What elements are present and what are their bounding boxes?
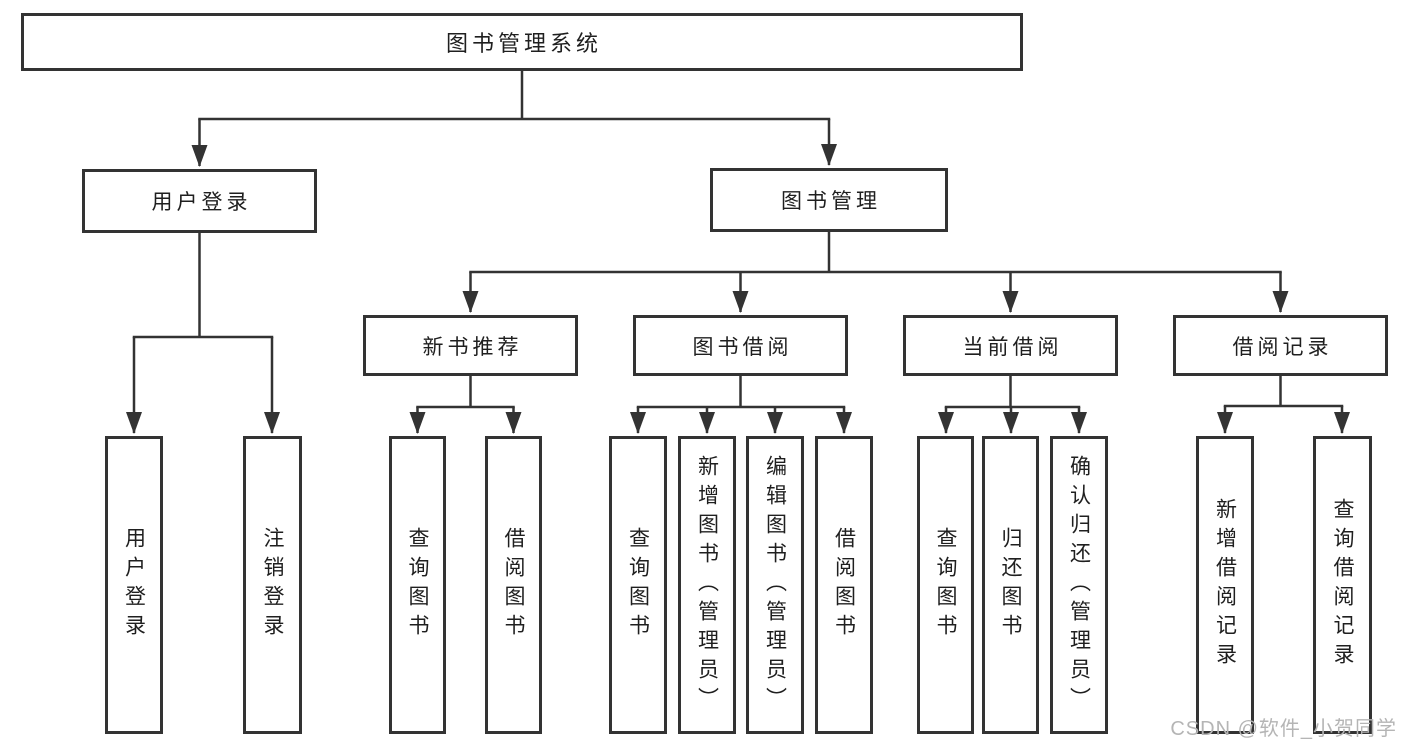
node-new-book-recommendation: 新书推荐 <box>363 315 578 376</box>
csdn-watermark: CSDN @软件_小贺同学 <box>1170 718 1397 740</box>
node-current-borrowing: 当前借阅 <box>903 315 1118 376</box>
leaf-edit-books-admin: 编辑图书（管理员） <box>746 436 804 734</box>
node-book-management: 图书管理 <box>710 168 948 232</box>
leaf-return-books: 归还图书 <box>982 436 1039 734</box>
node-book-borrowing: 图书借阅 <box>633 315 848 376</box>
leaf-logout: 注销登录 <box>243 436 302 734</box>
leaf-add-borrow-record: 新增借阅记录 <box>1196 436 1254 734</box>
leaf-query-borrow-record: 查询借阅记录 <box>1313 436 1372 734</box>
leaf-confirm-return-admin: 确认归还（管理员） <box>1050 436 1108 734</box>
leaf-recommend-query-books: 查询图书 <box>389 436 446 734</box>
node-user-login: 用户登录 <box>82 169 317 233</box>
node-borrowing-records: 借阅记录 <box>1173 315 1388 376</box>
leaf-borrowing-borrow-books: 借阅图书 <box>815 436 873 734</box>
leaf-current-query-books: 查询图书 <box>917 436 974 734</box>
node-root-system: 图书管理系统 <box>21 13 1023 71</box>
leaf-user-login: 用户登录 <box>105 436 163 734</box>
leaf-borrowing-query-books: 查询图书 <box>609 436 667 734</box>
leaf-add-books-admin: 新增图书（管理员） <box>678 436 736 734</box>
leaf-recommend-borrow-books: 借阅图书 <box>485 436 542 734</box>
